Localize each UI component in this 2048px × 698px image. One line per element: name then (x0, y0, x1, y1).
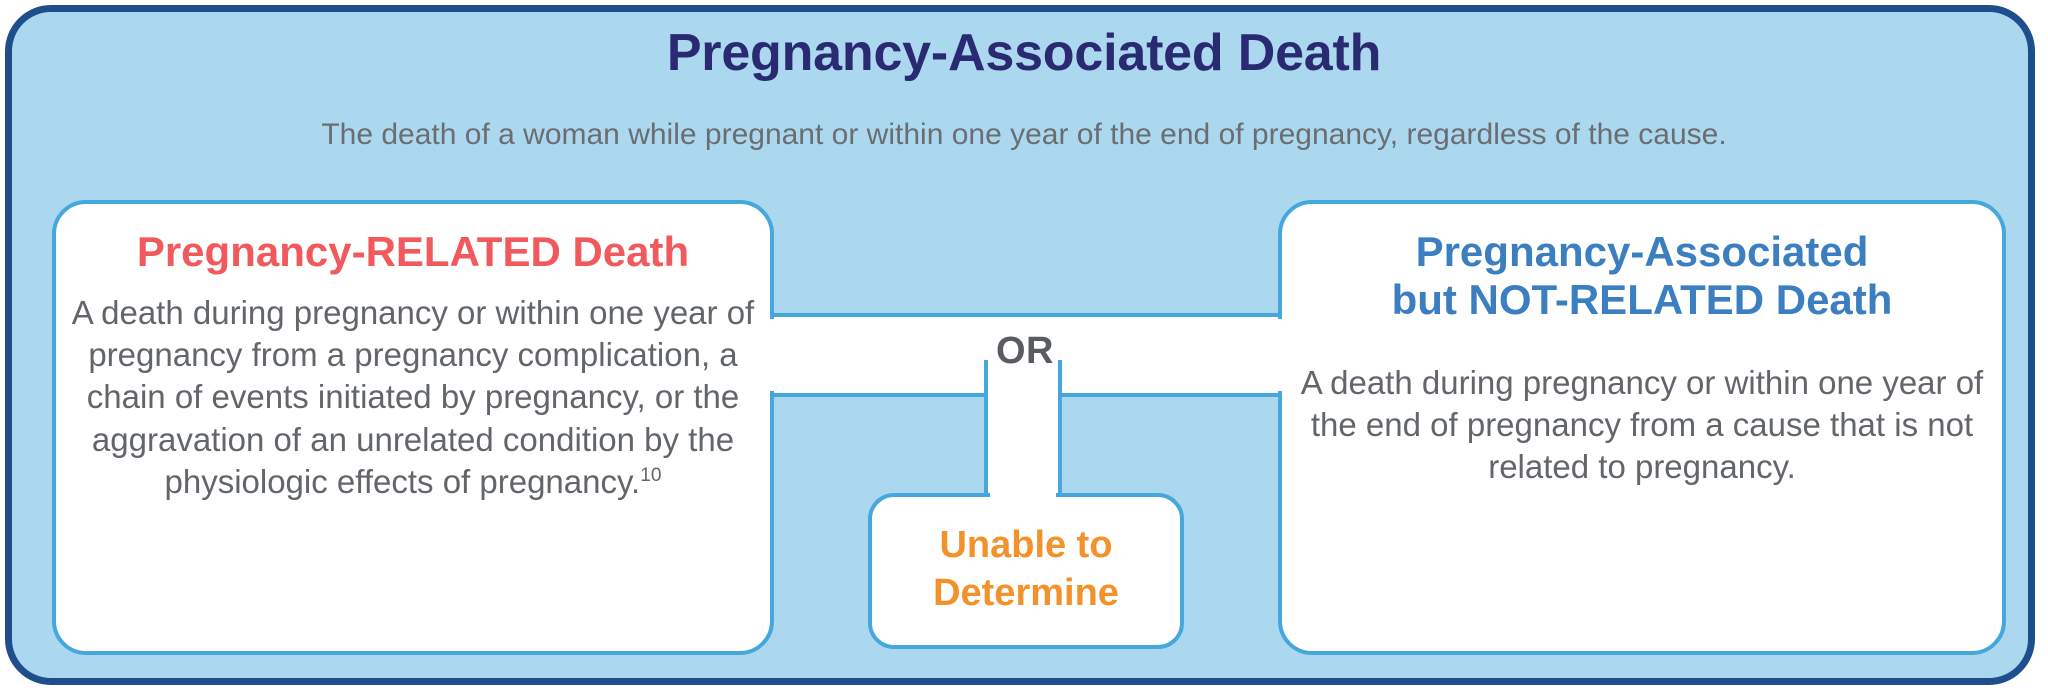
left-branch-footnote-marker: 10 (640, 464, 662, 486)
left-branch-body: A death during pregnancy or within one y… (62, 292, 764, 503)
or-connector-label: OR (996, 330, 1054, 372)
seam-mask-stem-bottom (990, 488, 1056, 508)
diagram-title: Pregnancy-Associated Death (666, 24, 1382, 82)
seam-mask-right (1272, 319, 1286, 391)
seam-mask-left (766, 319, 780, 391)
right-branch-body: A death during pregnancy or within one y… (1300, 364, 1984, 486)
center-branch-heading-line-2: Determine (933, 571, 1119, 614)
pregnancy-not-related-death-panel (1278, 200, 2006, 655)
unable-to-determine-panel (868, 493, 1184, 649)
pregnancy-related-death-panel (52, 200, 774, 655)
center-branch-heading-line-1: Unable to (939, 524, 1113, 566)
seam-mask-stem-top (990, 356, 1056, 370)
right-branch-heading-line-2: but NOT-RELATED Death (1391, 276, 1893, 324)
left-branch-body-text: A death during pregnancy or within one y… (71, 294, 755, 500)
right-branch-heading-line-1: Pregnancy-Associated (1415, 228, 1869, 275)
left-branch-heading: Pregnancy-RELATED Death (136, 228, 690, 275)
diagram-subtitle: The death of a woman while pregnant or w… (321, 118, 1727, 151)
center-branch-heading: Unable to Determine (868, 522, 1184, 617)
